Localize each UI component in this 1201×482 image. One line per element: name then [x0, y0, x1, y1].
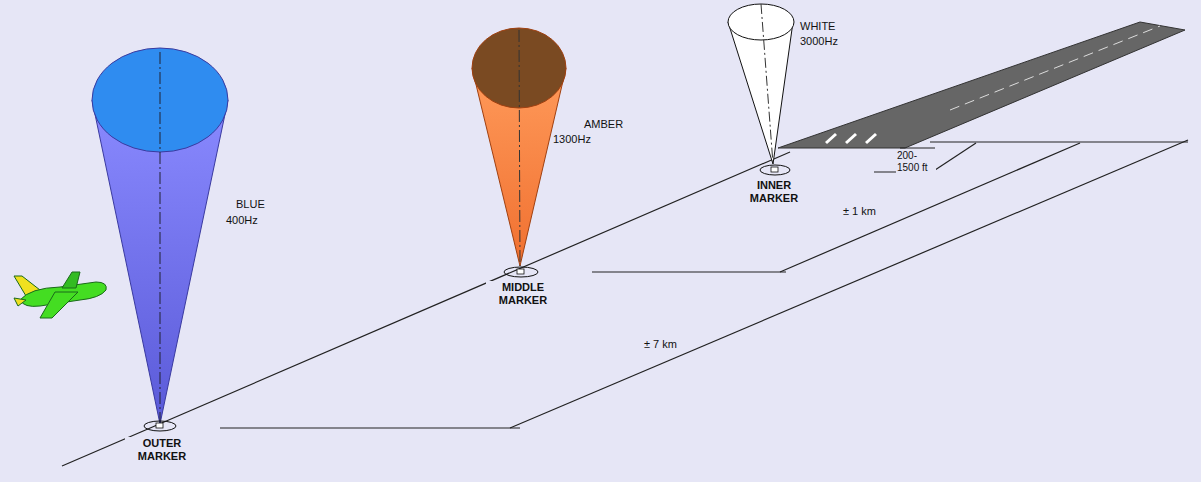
- outer-marker-cone: [92, 48, 228, 431]
- marker-label: OUTER MARKER: [125, 437, 199, 462]
- runway-centreline: [950, 26, 1160, 110]
- runway: [778, 22, 1185, 148]
- dimension-label: ± 1 km: [843, 205, 876, 218]
- signal-label: 1300Hz: [553, 133, 591, 146]
- signal-label: WHITE: [800, 20, 835, 33]
- inner-marker-cone: [728, 4, 794, 175]
- dimension-label: 200- 1500 ft: [896, 150, 936, 173]
- dimension-label: ± 7 km: [644, 338, 677, 351]
- marker-label: INNER MARKER: [740, 179, 808, 204]
- signal-label: BLUE: [236, 198, 265, 211]
- signal-label: 400Hz: [226, 214, 258, 227]
- marker-label: MIDDLE MARKER: [486, 281, 560, 306]
- signal-label: AMBER: [584, 118, 623, 131]
- middle-marker-cone: [472, 28, 566, 277]
- dimension-lines: [220, 140, 1188, 428]
- signal-label: 3000Hz: [800, 35, 838, 48]
- airplane: [14, 272, 106, 318]
- threshold-marks: [826, 134, 876, 143]
